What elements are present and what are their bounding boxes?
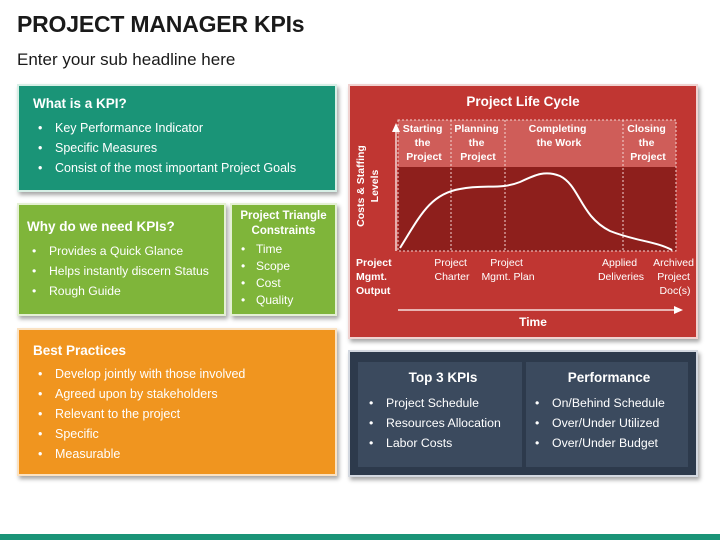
life-cycle-title: Project Life Cycle xyxy=(466,94,580,109)
list-item: Project Schedule xyxy=(364,393,522,413)
list-item: Resources Allocation xyxy=(364,413,522,433)
output-label-archived: Archived Project Doc(s) xyxy=(653,257,696,297)
list-item: Agreed upon by stakeholders xyxy=(33,384,321,404)
list-item: Cost xyxy=(236,275,331,292)
list-item: On/Behind Schedule xyxy=(530,393,688,413)
svg-text:Levels: Levels xyxy=(369,170,381,203)
life-cycle-curve xyxy=(399,172,673,251)
triangle-constraints-heading: Project Triangle Constraints xyxy=(236,209,331,239)
list-item: Rough Guide xyxy=(27,281,216,301)
page-title: PROJECT MANAGER KPIs xyxy=(17,11,305,37)
performance-column: Performance On/Behind Schedule Over/Unde… xyxy=(526,362,688,467)
list-item: Provides a Quick Glance xyxy=(27,241,216,261)
page-subtitle: Enter your sub headline here xyxy=(17,50,236,69)
best-practices-list: Develop jointly with those involved Agre… xyxy=(33,364,321,464)
phase-header-band xyxy=(398,120,676,167)
bottom-accent-bar xyxy=(0,534,720,540)
y-axis-arrow-icon xyxy=(392,123,400,132)
list-item: Specific Measures xyxy=(33,138,321,158)
list-item: Labor Costs xyxy=(364,433,522,453)
triangle-constraints-list: Time Scope Cost Quality xyxy=(236,241,331,309)
why-need-kpis-heading: Why do we need KPIs? xyxy=(27,219,175,234)
phase-label-completing: Completing the Work xyxy=(529,123,590,149)
phase-label-planning: Planning the Project xyxy=(454,123,501,163)
list-item: Over/Under Budget xyxy=(530,433,688,453)
list-item: Develop jointly with those involved xyxy=(33,364,321,384)
svg-text:Costs & Staffing: Costs & Staffing xyxy=(355,145,367,227)
life-cycle-diagram: Starting the Project Planning the Projec… xyxy=(355,119,696,329)
top-kpis-heading: Top 3 KPIs xyxy=(408,370,478,385)
list-item: Helps instantly discern Status xyxy=(27,261,216,281)
performance-list: On/Behind Schedule Over/Under Utilized O… xyxy=(530,393,688,453)
output-label-pm-output: Project Mgmt. Output xyxy=(356,257,395,297)
x-axis-arrow-icon xyxy=(674,306,683,314)
triangle-constraints-box: Project Triangle Constraints Time Scope … xyxy=(230,203,337,316)
top-kpis-list: Project Schedule Resources Allocation La… xyxy=(364,393,522,453)
project-life-cycle-box: Project Life Cycle Starting the Project xyxy=(348,84,698,339)
list-item: Key Performance Indicator xyxy=(33,118,321,138)
phase-label-closing: Closing the Project xyxy=(627,123,668,163)
why-need-kpis-box: Why do we need KPIs? Provides a Quick Gl… xyxy=(17,203,226,316)
top-kpis-column: Top 3 KPIs Project Schedule Resources Al… xyxy=(358,362,522,467)
output-label-mgmt-plan: Project Mgmt. Plan xyxy=(481,257,534,283)
list-item: Quality xyxy=(236,292,331,309)
list-item: Scope xyxy=(236,258,331,275)
list-item: Specific xyxy=(33,424,321,444)
output-label-charter: Project Charter xyxy=(434,257,470,283)
why-need-kpis-list: Provides a Quick Glance Helps instantly … xyxy=(27,241,216,301)
list-item: Relevant to the project xyxy=(33,404,321,424)
what-is-kpi-heading: What is a KPI? xyxy=(33,96,127,111)
triangle-heading-line2: Constraints xyxy=(251,225,316,237)
list-item: Time xyxy=(236,241,331,258)
what-is-kpi-box: What is a KPI? Key Performance Indicator… xyxy=(17,84,337,192)
phase-label-starting: Starting the Project xyxy=(403,123,446,163)
best-practices-heading: Best Practices xyxy=(33,343,127,358)
what-is-kpi-list: Key Performance Indicator Specific Measu… xyxy=(33,118,321,178)
output-label-deliveries: Applied Deliveries xyxy=(598,257,644,283)
best-practices-box: Best Practices Develop jointly with thos… xyxy=(17,328,337,476)
triangle-heading-line1: Project Triangle xyxy=(240,210,327,222)
list-item: Measurable xyxy=(33,444,321,464)
list-item: Over/Under Utilized xyxy=(530,413,688,433)
performance-heading: Performance xyxy=(567,370,651,385)
y-axis-label: Costs & Staffing Levels xyxy=(355,145,381,227)
top-kpis-box: Top 3 KPIs Project Schedule Resources Al… xyxy=(348,350,698,477)
list-item: Consist of the most important Project Go… xyxy=(33,158,321,178)
x-axis-label: Time xyxy=(519,315,547,329)
